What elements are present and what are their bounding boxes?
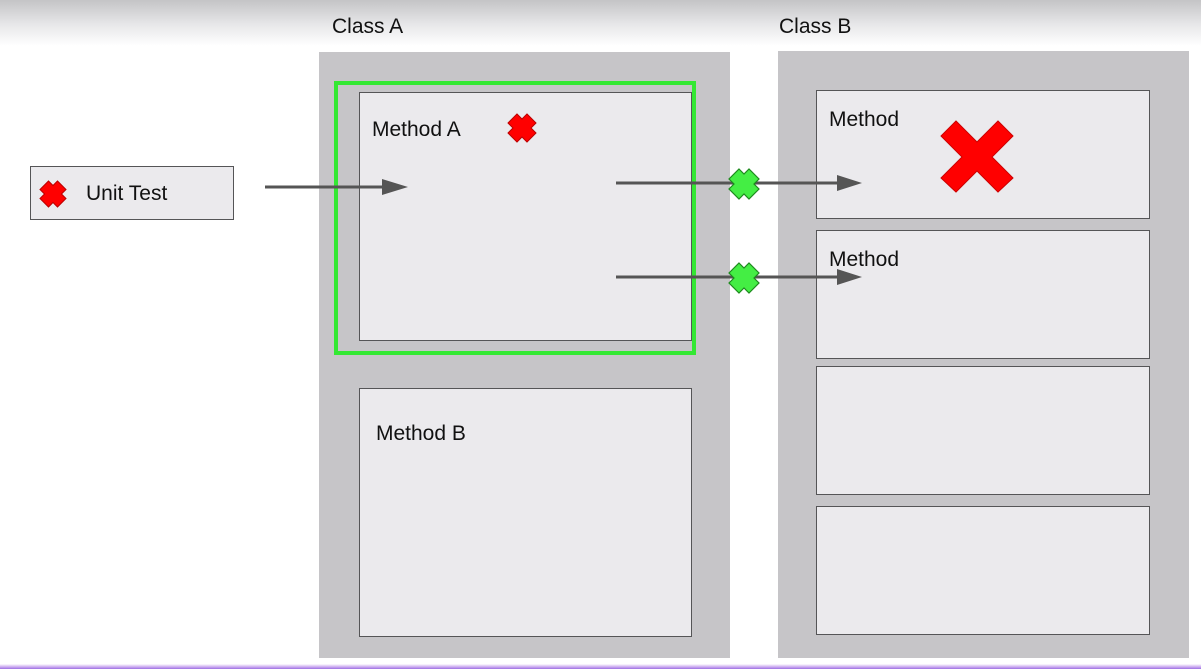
red-x-icon xyxy=(507,113,537,143)
arrow-unit-test-to-method-a xyxy=(265,179,408,195)
bottom-edge xyxy=(0,664,1201,669)
method-b-box: Method B xyxy=(359,388,692,637)
class-b-method-2-box: Method xyxy=(816,230,1150,359)
large-red-x-icon xyxy=(940,120,1014,193)
unit-test-box: Unit Test xyxy=(30,166,234,220)
class-b-title: Class B xyxy=(779,15,852,38)
class-b-method-2-label: Method xyxy=(829,248,900,271)
unit-test-label: Unit Test xyxy=(86,182,168,205)
green-x-icon xyxy=(728,262,760,294)
method-a-label: Method A xyxy=(372,118,461,141)
method-b-label: Method B xyxy=(376,422,466,445)
class-a-title: Class A xyxy=(332,15,404,38)
method-a-highlight xyxy=(334,81,696,355)
red-x-icon xyxy=(39,180,67,208)
class-b-box: Method Method xyxy=(778,51,1189,658)
top-shadow xyxy=(0,0,1201,46)
green-x-icon xyxy=(728,168,760,200)
arrow-method-a-to-class-b-method-2 xyxy=(616,269,862,285)
arrow-method-a-to-class-b-method-1 xyxy=(616,175,862,191)
class-b-method-4-box xyxy=(816,506,1150,635)
class-a-box: Method A Method B xyxy=(319,52,730,658)
class-b-method-3-box xyxy=(816,366,1150,495)
class-b-method-1-label: Method xyxy=(829,108,900,131)
